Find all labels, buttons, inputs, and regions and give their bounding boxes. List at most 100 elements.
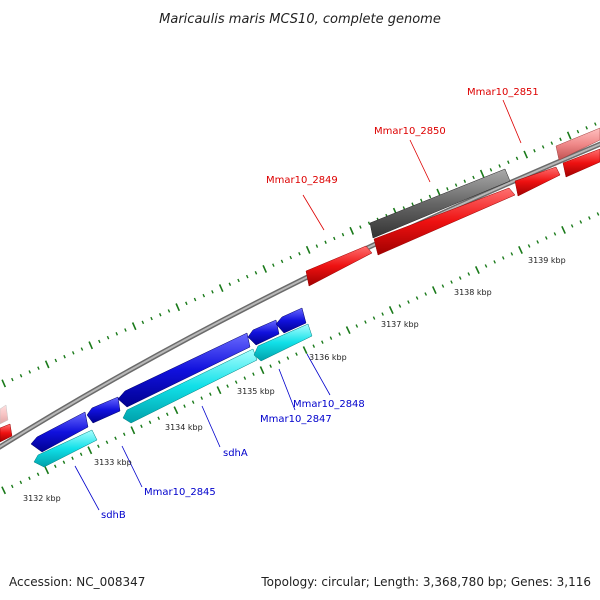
tick-mark — [450, 280, 453, 284]
tick-mark — [106, 335, 110, 340]
label-mmar10-2847[interactable]: Mmar10_2847 — [260, 414, 332, 425]
tick-mark — [105, 440, 109, 445]
tick-mark — [579, 220, 583, 224]
tick-mark — [585, 126, 588, 130]
tick-mark — [329, 336, 333, 340]
tick-mark — [158, 313, 162, 317]
tick-mark — [553, 232, 557, 236]
label-mmar10-2850[interactable]: Mmar10_2850 — [374, 126, 446, 137]
tick-mark — [262, 264, 268, 273]
gene-mmar10-2850-red[interactable] — [373, 187, 516, 256]
tick-mark — [200, 396, 204, 400]
gene-left-gray[interactable] — [0, 404, 9, 425]
gene-mmar10-2847-blue[interactable] — [247, 319, 280, 346]
tick-mark — [202, 293, 206, 298]
label-mmar10-2851[interactable]: Mmar10_2851 — [467, 87, 539, 98]
gene-mmar10-2849[interactable] — [305, 245, 373, 287]
gene-mmar10-2851[interactable] — [514, 166, 561, 197]
tick-mark — [157, 416, 161, 421]
tick-mark — [338, 332, 341, 336]
tick-mark — [245, 274, 249, 279]
tick-mark — [254, 271, 258, 275]
gene-sdhB-cyan[interactable] — [33, 429, 98, 468]
tick-mark — [44, 466, 50, 475]
tick-mark — [19, 374, 23, 378]
tick-mark — [71, 351, 75, 355]
tick-mark — [280, 259, 284, 264]
kbp-tick-labels: 3132 kbp 3133 kbp 3134 kbp 3135 kbp 3136… — [23, 256, 566, 503]
tick-mark — [130, 426, 136, 435]
tick-mark — [305, 245, 311, 254]
tick-mark — [252, 372, 255, 376]
tick-mark — [141, 320, 145, 325]
tick-mark — [193, 297, 197, 302]
tick-mark — [80, 347, 84, 351]
tick-label-3132: 3132 kbp — [23, 494, 61, 503]
tick-mark — [28, 370, 32, 374]
tick-mark — [341, 232, 345, 237]
gene-left-red[interactable] — [0, 423, 13, 443]
label-sdhA[interactable]: sdhA — [223, 448, 248, 459]
tick-mark — [407, 300, 410, 304]
tick-mark — [131, 322, 137, 331]
tick-label-3139: 3139 kbp — [528, 256, 566, 265]
tick-mark — [518, 245, 523, 254]
gene-sdhA-blue[interactable] — [117, 332, 251, 408]
tick-mark — [523, 150, 529, 159]
tick-mark — [98, 339, 101, 344]
tick-mark — [53, 464, 57, 469]
tick-mark — [1, 379, 7, 388]
tick-mark — [454, 183, 458, 187]
tick-mark — [372, 316, 376, 320]
gene-mmar10-2845[interactable] — [86, 396, 121, 424]
tick-mark — [150, 316, 153, 321]
gene-mmar10-2847-cyan[interactable] — [253, 323, 313, 362]
gene-right-pink[interactable] — [555, 127, 600, 161]
tick-mark — [489, 168, 493, 172]
tick-mark — [36, 472, 40, 477]
tick-mark — [209, 392, 212, 396]
gene-sdhA-cyan[interactable] — [122, 348, 258, 424]
gene-mmar10-2850-gray[interactable] — [369, 168, 511, 239]
tick-mark — [272, 263, 275, 267]
tick-mark — [312, 344, 316, 348]
tick-mark — [216, 386, 222, 395]
tick-mark — [588, 216, 591, 220]
tick-mark — [493, 260, 496, 264]
tick-mark — [463, 179, 467, 183]
tick-mark — [148, 420, 152, 424]
label-leaders — [74, 99, 522, 511]
tick-mark — [498, 164, 501, 168]
tick-mark — [286, 356, 290, 360]
gene-mmar10-2848-blue[interactable] — [275, 307, 307, 334]
tick-mark — [367, 221, 371, 225]
tick-mark — [175, 303, 181, 312]
label-sdhB[interactable]: sdhB — [101, 510, 126, 521]
tick-mark — [71, 456, 74, 460]
tick-mark — [54, 358, 58, 363]
reverse-genes — [30, 307, 313, 468]
tick-mark — [527, 244, 531, 248]
label-mmar10-2845[interactable]: Mmar10_2845 — [144, 487, 216, 498]
tick-mark — [321, 340, 324, 344]
tick-mark — [561, 225, 566, 234]
tick-mark — [122, 432, 126, 436]
label-mmar10-2849[interactable]: Mmar10_2849 — [266, 175, 338, 186]
label-mmar10-2848[interactable]: Mmar10_2848 — [293, 399, 365, 410]
tick-mark — [594, 122, 597, 126]
tick-mark — [277, 360, 281, 364]
tick-mark — [479, 169, 485, 178]
tick-mark — [234, 380, 238, 384]
tick-mark — [114, 436, 117, 441]
tick-mark — [11, 377, 14, 382]
tick-mark — [474, 266, 480, 274]
tick-label-3136: 3136 kbp — [309, 353, 347, 362]
tick-mark — [191, 400, 195, 404]
tick-mark — [570, 224, 574, 228]
gene-right-red[interactable] — [562, 148, 600, 178]
tick-mark — [355, 324, 359, 328]
tick-mark — [472, 175, 475, 180]
gene-sdhB-blue[interactable] — [30, 411, 89, 453]
tick-mark — [115, 332, 119, 336]
